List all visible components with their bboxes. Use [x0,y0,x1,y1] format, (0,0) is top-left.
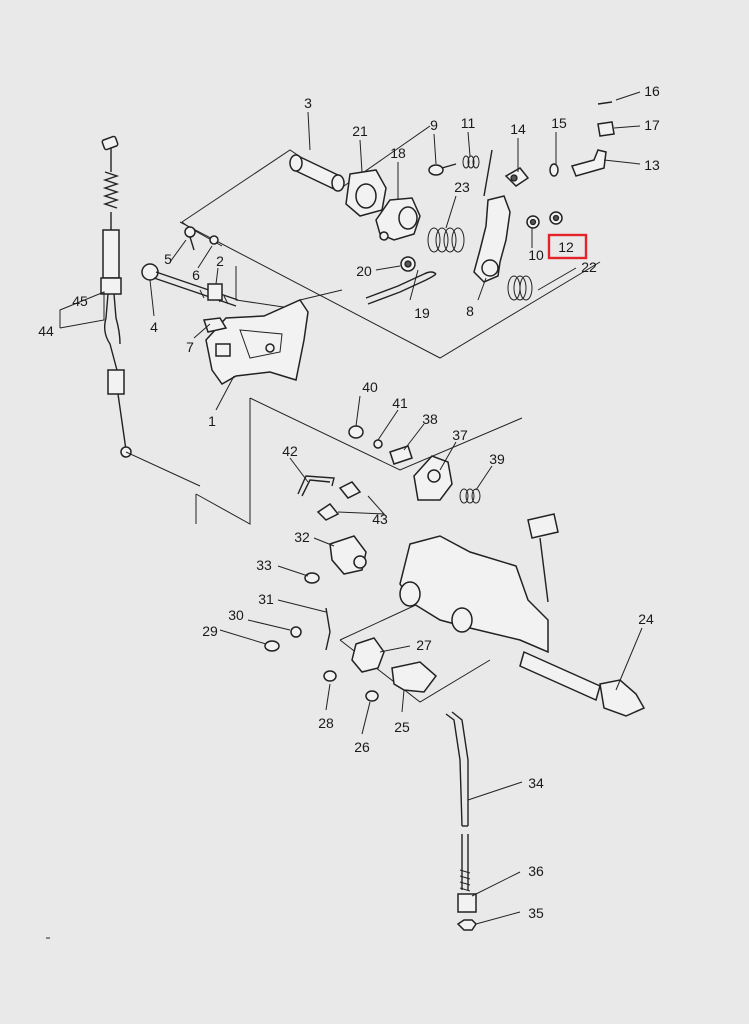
spring-11 [462,155,480,169]
cam-21 [345,169,387,217]
pin-16 [597,101,613,105]
callout-30: 30 [228,607,244,623]
rod-34 [445,711,477,931]
nut-20 [400,256,416,272]
small-parts-left [184,226,228,333]
callout-31: 31 [258,591,274,607]
callout-23: 23 [454,179,470,195]
callout-6: 6 [192,267,200,283]
joint-13 [570,149,607,177]
callout-16: 16 [644,83,660,99]
callout-32: 32 [294,529,310,545]
callout-8: 8 [466,303,474,319]
cam-18 [375,197,421,241]
callout-44: 44 [38,323,54,339]
callout-17: 17 [644,117,660,133]
callout-10: 10 [528,247,544,263]
highlight-box-callout-12 [547,233,588,260]
callout-28: 28 [318,715,334,731]
callout-36: 36 [528,863,544,879]
callout-2: 2 [216,253,224,269]
callout-42: 42 [282,443,298,459]
nut-10 [526,215,540,229]
callout-39: 39 [489,451,505,467]
callout-26: 26 [354,739,370,755]
callout-4: 4 [150,319,158,335]
leader-lines [59,91,643,925]
middle-assembly-outline [195,397,523,525]
callout-25: 25 [394,719,410,735]
callout-35: 35 [528,905,544,921]
callout-37: 37 [452,427,468,443]
nut-12 [549,211,563,225]
callout-5: 5 [164,251,172,267]
callout-22: 22 [581,259,597,275]
spring-23 [427,227,465,253]
callout-43: 43 [372,511,388,527]
callout-33: 33 [256,557,272,573]
shaft-24 [399,513,646,717]
clip-15 [549,163,559,177]
socket-17 [597,121,615,137]
callout-24: 24 [638,611,654,627]
lever-8 [473,149,511,283]
callout-labels: 3 21 18 9 11 14 15 16 17 13 23 20 19 8 1… [38,83,660,921]
callout-45: 45 [72,293,88,309]
callout-19: 19 [414,305,430,321]
callout-3: 3 [304,95,312,111]
callout-13: 13 [644,157,660,173]
callout-12: 12 [558,239,574,255]
callout-38: 38 [422,411,438,427]
callout-7: 7 [186,339,194,355]
bracket-1 [205,299,309,385]
callout-29: 29 [202,623,218,639]
rod-19 [365,271,437,305]
callout-15: 15 [551,115,567,131]
lower-left-parts [264,535,367,652]
callout-27: 27 [416,637,432,653]
lower-mid-parts [323,637,438,702]
screw-9 [428,163,457,176]
callout-34: 34 [528,775,544,791]
callout-11: 11 [461,115,476,131]
throttle-cable [100,135,201,487]
joint-14 [504,167,530,187]
bolt-4 [141,263,239,307]
callout-40: 40 [362,379,378,395]
collar-3 [289,154,345,192]
callout-9: 9 [430,117,438,133]
middle-parts [297,425,481,521]
spring-22 [507,275,533,301]
callout-1: 1 [208,413,216,429]
callout-14: 14 [510,121,526,137]
callout-21: 21 [352,123,368,139]
callout-18: 18 [390,145,406,161]
callout-41: 41 [392,395,408,411]
callout-20: 20 [356,263,372,279]
